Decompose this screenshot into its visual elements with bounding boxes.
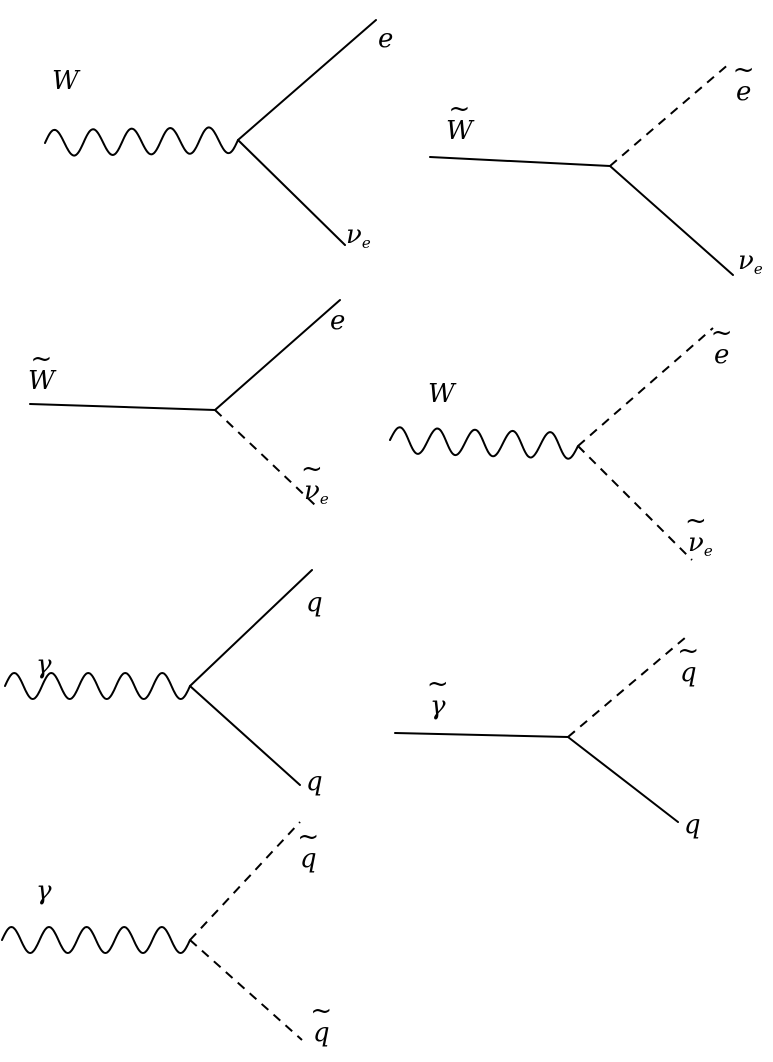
photino-sq-q-lower-label-symbol: q <box>684 810 701 840</box>
wino-se-nu-incoming-label: W <box>446 118 473 144</box>
w-e-nu-upper-label-symbol: e <box>378 24 394 54</box>
photino-sq-q-lower-label: q <box>684 812 701 838</box>
gamma-sq-sq-lower-line <box>189 939 303 1041</box>
photino-sq-q-incoming-label: γ <box>430 693 446 719</box>
w-se-snu-lower-label: νe <box>688 530 713 559</box>
gamma-q-q-lower-label-symbol: q <box>306 767 323 797</box>
photino-sq-q-upper-line <box>567 636 687 738</box>
gamma-q-q-upper-label: q <box>306 590 323 616</box>
w-se-snu-upper-label: e <box>714 342 729 368</box>
w-e-nu-lower-label-symbol: ν <box>346 220 362 250</box>
w-e-nu-incoming-label: W <box>52 68 79 94</box>
w-se-snu-upper-line <box>577 327 714 447</box>
w-e-nu-lower-label-subscript: e <box>361 234 371 252</box>
w-se-snu-incoming-label-symbol: W <box>428 379 455 409</box>
wino-e-snu-lower-label-subscript: e <box>319 490 329 508</box>
gamma-q-q-lower-line <box>189 685 301 786</box>
wino-e-snu-upper-label-symbol: e <box>330 306 346 336</box>
gamma-q-q-incoming-label: γ <box>36 652 52 678</box>
w-se-snu-lower-line <box>577 445 693 561</box>
wino-e-snu-incoming-label-symbol: W <box>28 368 55 394</box>
gamma-sq-sq-upper-label: q <box>300 846 317 872</box>
w-se-snu-incoming-line <box>389 426 579 460</box>
wino-e-snu-incoming-line <box>29 403 216 411</box>
w-se-snu-lower-label-subscript: e <box>703 542 713 560</box>
photino-sq-q-lower-line <box>567 736 679 823</box>
w-e-nu-incoming-line <box>44 126 239 157</box>
w-se-snu-incoming-label: W <box>428 381 455 407</box>
wino-se-nu-incoming-label-symbol: W <box>446 118 473 144</box>
gamma-q-q-upper-line <box>189 569 313 687</box>
wino-e-snu-lower-label: νe <box>304 478 329 507</box>
photino-sq-q-incoming-label-symbol: γ <box>430 693 446 719</box>
wino-se-nu-upper-line <box>609 62 731 167</box>
gamma-sq-sq-incoming-label-symbol: γ <box>36 876 52 906</box>
gamma-sq-sq-upper-line <box>189 821 301 941</box>
photino-sq-q-incoming-line <box>394 732 569 738</box>
gamma-q-q-incoming-label-symbol: γ <box>36 650 52 680</box>
wino-se-nu-incoming-line <box>429 156 611 167</box>
wino-e-snu-upper-label: e <box>330 308 345 334</box>
gamma-sq-sq-incoming-label: γ <box>36 878 52 904</box>
gamma-q-q-lower-label: q <box>306 769 323 795</box>
w-se-snu-lower-label-symbol: ν <box>688 530 704 556</box>
wino-se-nu-lower-label: νe <box>738 248 763 277</box>
gamma-sq-sq-lower-label-symbol: q <box>313 1020 330 1046</box>
w-e-nu-incoming-label-symbol: W <box>52 66 79 96</box>
gamma-sq-sq-incoming-line <box>1 925 191 955</box>
wino-e-snu-upper-line <box>214 299 341 411</box>
wino-se-nu-lower-line <box>609 165 734 276</box>
w-e-nu-upper-label: e <box>378 26 393 52</box>
wino-se-nu-upper-label-symbol: e <box>736 79 751 105</box>
gamma-q-q-incoming-line <box>4 671 191 701</box>
wino-e-snu-lower-line <box>214 409 316 506</box>
w-e-nu-lower-line <box>237 139 346 246</box>
w-se-snu-upper-label-symbol: e <box>714 342 729 368</box>
wino-se-nu-upper-label: e <box>736 79 751 105</box>
wino-se-nu-lower-label-subscript: e <box>753 260 763 278</box>
wino-se-nu-lower-label-symbol: ν <box>738 246 754 276</box>
gamma-sq-sq-lower-label: q <box>313 1020 330 1046</box>
wino-e-snu-incoming-label: W <box>28 368 55 394</box>
photino-sq-q-upper-label: q <box>680 660 697 686</box>
w-e-nu-lower-label: νe <box>346 222 371 251</box>
gamma-sq-sq-upper-label-symbol: q <box>300 846 317 872</box>
gamma-q-q-upper-label-symbol: q <box>306 588 323 618</box>
w-e-nu-upper-line <box>237 19 377 141</box>
wino-e-snu-lower-label-symbol: ν <box>304 478 320 504</box>
photino-sq-q-upper-label-symbol: q <box>680 660 697 686</box>
